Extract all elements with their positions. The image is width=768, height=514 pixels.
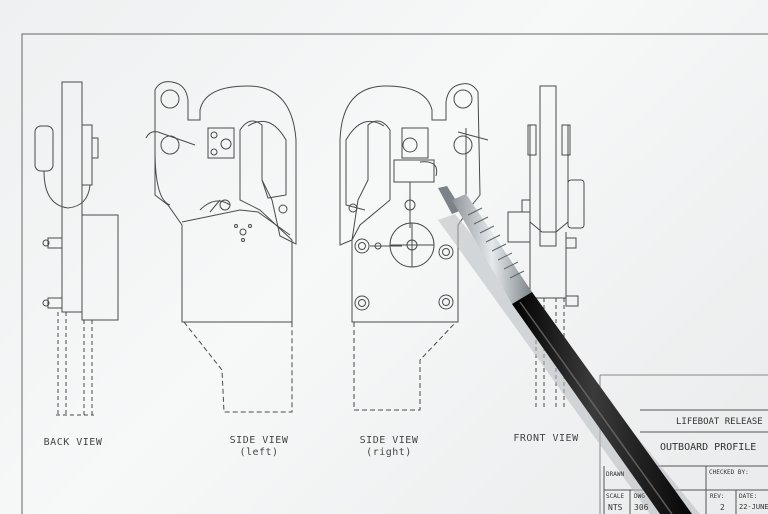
title-block-dwg-label: DWG [634, 493, 645, 500]
front-view-label: FRONT VIEW [506, 433, 586, 445]
front-view-text: FRONT VIEW [513, 433, 579, 444]
side-view-right-drawing [339, 83, 489, 411]
back-view-label: BACK VIEW [28, 437, 118, 449]
title-block-scale-value: NTS [608, 503, 623, 512]
side-view-right-text: SIDE VIEW [359, 435, 419, 446]
side-view-left-drawing [145, 81, 297, 413]
title-block-dwg-value: 306 [634, 503, 649, 512]
drawing-border [21, 33, 768, 514]
title-block-date-value: 22-JUNE [739, 503, 768, 511]
title-block-rev-label: REV: [710, 493, 725, 500]
side-view-left-label: SIDE VIEW (left) [214, 435, 304, 459]
title-block-checked-by: CHECKED BY: [709, 469, 749, 476]
title-block-rev-value: 2 [720, 503, 725, 512]
side-view-left-text: SIDE VIEW [229, 435, 289, 446]
title-block-scale-label: SCALE [606, 493, 625, 500]
title-block-date-label: DATE: [739, 493, 758, 500]
title-block-drawn: DRAWN [606, 471, 625, 478]
pen-tip [438, 186, 462, 214]
title-block-project: LIFEBOAT RELEASE H [676, 417, 768, 427]
pen [438, 186, 700, 514]
side-view-right-sub: (right) [366, 447, 412, 458]
title-block-lines [603, 409, 768, 514]
title-block-drawing-title: OUTBOARD PROFILE [660, 442, 757, 453]
side-view-right-label: SIDE VIEW (right) [344, 435, 434, 459]
pen-body [512, 292, 692, 514]
side-view-left-sub: (left) [239, 447, 279, 458]
back-view-text: BACK VIEW [43, 437, 103, 448]
back-view-drawing [34, 81, 119, 416]
